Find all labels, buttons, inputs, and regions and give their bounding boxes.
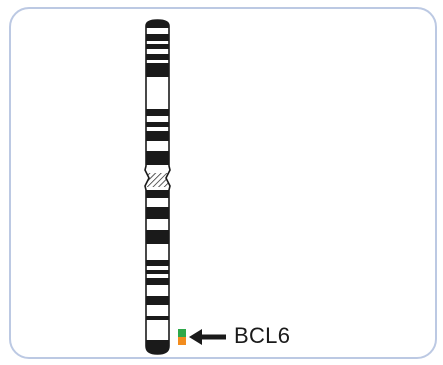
probe-marker-orange	[178, 337, 186, 345]
band	[145, 340, 170, 354]
band	[145, 151, 170, 165]
chromosome-bands	[145, 20, 170, 354]
figure-card	[9, 7, 437, 359]
band	[145, 316, 170, 320]
band	[145, 207, 170, 219]
band	[145, 296, 170, 305]
band	[145, 270, 170, 274]
band	[145, 44, 170, 49]
band	[145, 109, 170, 116]
band	[145, 34, 170, 41]
band	[145, 230, 170, 244]
gene-label: BCL6	[234, 323, 291, 348]
band	[145, 190, 170, 198]
centromere	[145, 173, 170, 187]
band	[145, 131, 170, 141]
probe-marker-green	[178, 329, 186, 337]
band	[145, 63, 170, 77]
band	[145, 278, 170, 285]
band	[145, 260, 170, 266]
band	[145, 54, 170, 60]
left-arrow-icon	[189, 329, 226, 345]
band	[145, 122, 170, 127]
band	[145, 20, 170, 28]
chromosome-outline	[144, 19, 171, 355]
